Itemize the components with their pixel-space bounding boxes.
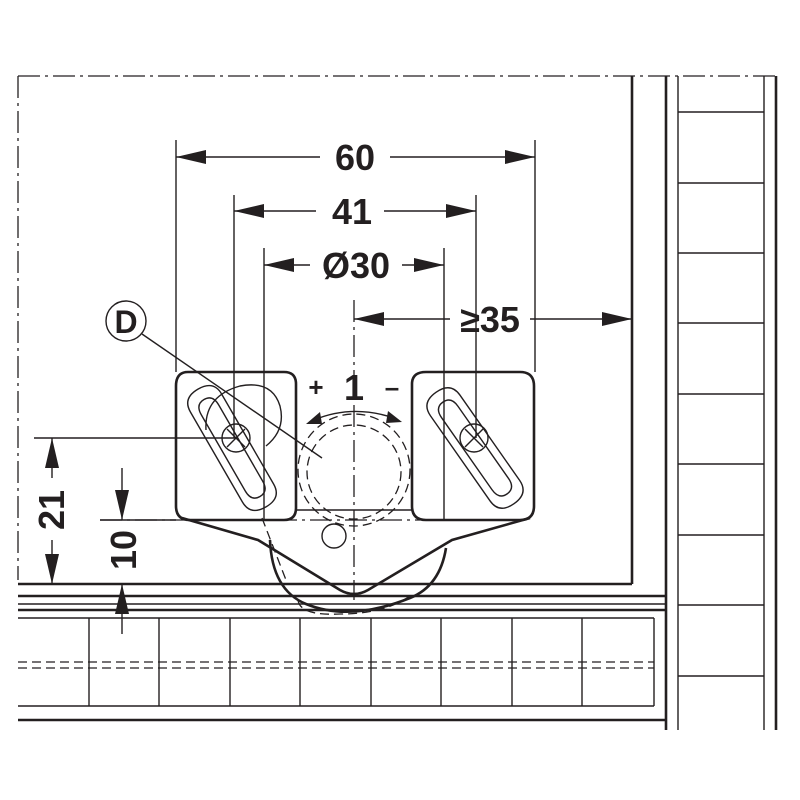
adjustment-minus: – <box>385 372 399 402</box>
dimension-60: 60 <box>176 137 535 178</box>
dimension-41-label: 41 <box>332 191 372 232</box>
callout-d: D <box>105 300 323 459</box>
dimension-diameter-30-label: Ø30 <box>322 245 390 286</box>
dimension-10-label: 10 <box>103 530 144 570</box>
cabinet-frame-right <box>664 76 778 730</box>
right-screw-icon <box>459 423 489 453</box>
dimension-min-35-label: ≥35 <box>460 299 520 340</box>
callout-d-label: D <box>114 304 137 340</box>
dimension-10: 10 <box>100 468 176 634</box>
cabinet-side-panel <box>17 75 778 586</box>
centerlines <box>100 300 420 600</box>
dimension-41: 41 <box>234 191 476 232</box>
right-adjustment-slot <box>426 387 524 509</box>
extension-lines <box>34 140 536 520</box>
dimension-min-35: ≥35 <box>354 299 632 340</box>
dimension-60-label: 60 <box>335 137 375 178</box>
left-adjustment-slot <box>187 384 283 512</box>
dimension-21-label: 21 <box>31 490 72 530</box>
dimension-21: 21 <box>31 438 72 584</box>
dimension-diameter-30: Ø30 <box>264 245 444 286</box>
adjustment-label: + 1 – <box>308 367 399 408</box>
adjustment-plus: + <box>308 372 323 402</box>
adjustment-value: 1 <box>344 367 364 408</box>
rotation-adjustment-arrow <box>306 410 402 424</box>
